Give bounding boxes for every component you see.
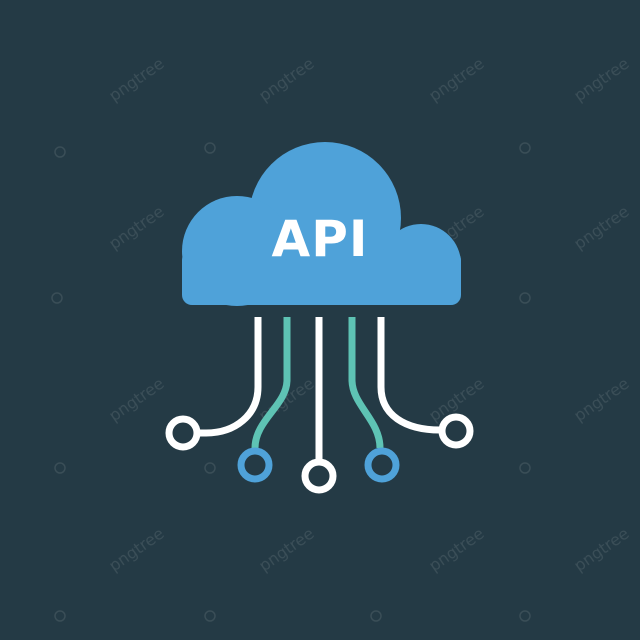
node-inner-left: [237, 447, 273, 483]
node-far-left: [165, 415, 201, 451]
watermark-dot: [370, 610, 382, 622]
watermark-dot: [204, 462, 216, 474]
watermark-dot: [204, 610, 216, 622]
watermark-dot: [519, 610, 531, 622]
watermark-dot: [54, 146, 66, 158]
watermark-dot: [54, 462, 66, 474]
watermark-dot: [519, 292, 531, 304]
connector-lines: [196, 317, 441, 460]
watermark-dot: [204, 142, 216, 154]
cloud-icon: [182, 142, 461, 306]
watermark-dot: [519, 462, 531, 474]
node-far-right: [438, 413, 474, 449]
connector-line-far-left: [196, 317, 262, 437]
connector-nodes: [165, 413, 474, 494]
connector-line-inner-left: [251, 317, 291, 449]
watermark-dot: [54, 610, 66, 622]
watermark-dot: [519, 142, 531, 154]
watermark-dot: [51, 292, 63, 304]
node-center: [301, 458, 337, 494]
node-inner-right: [364, 447, 400, 483]
cloud-label: API: [271, 210, 369, 268]
connector-line-inner-right: [348, 317, 384, 449]
connector-line-far-right: [377, 317, 441, 434]
